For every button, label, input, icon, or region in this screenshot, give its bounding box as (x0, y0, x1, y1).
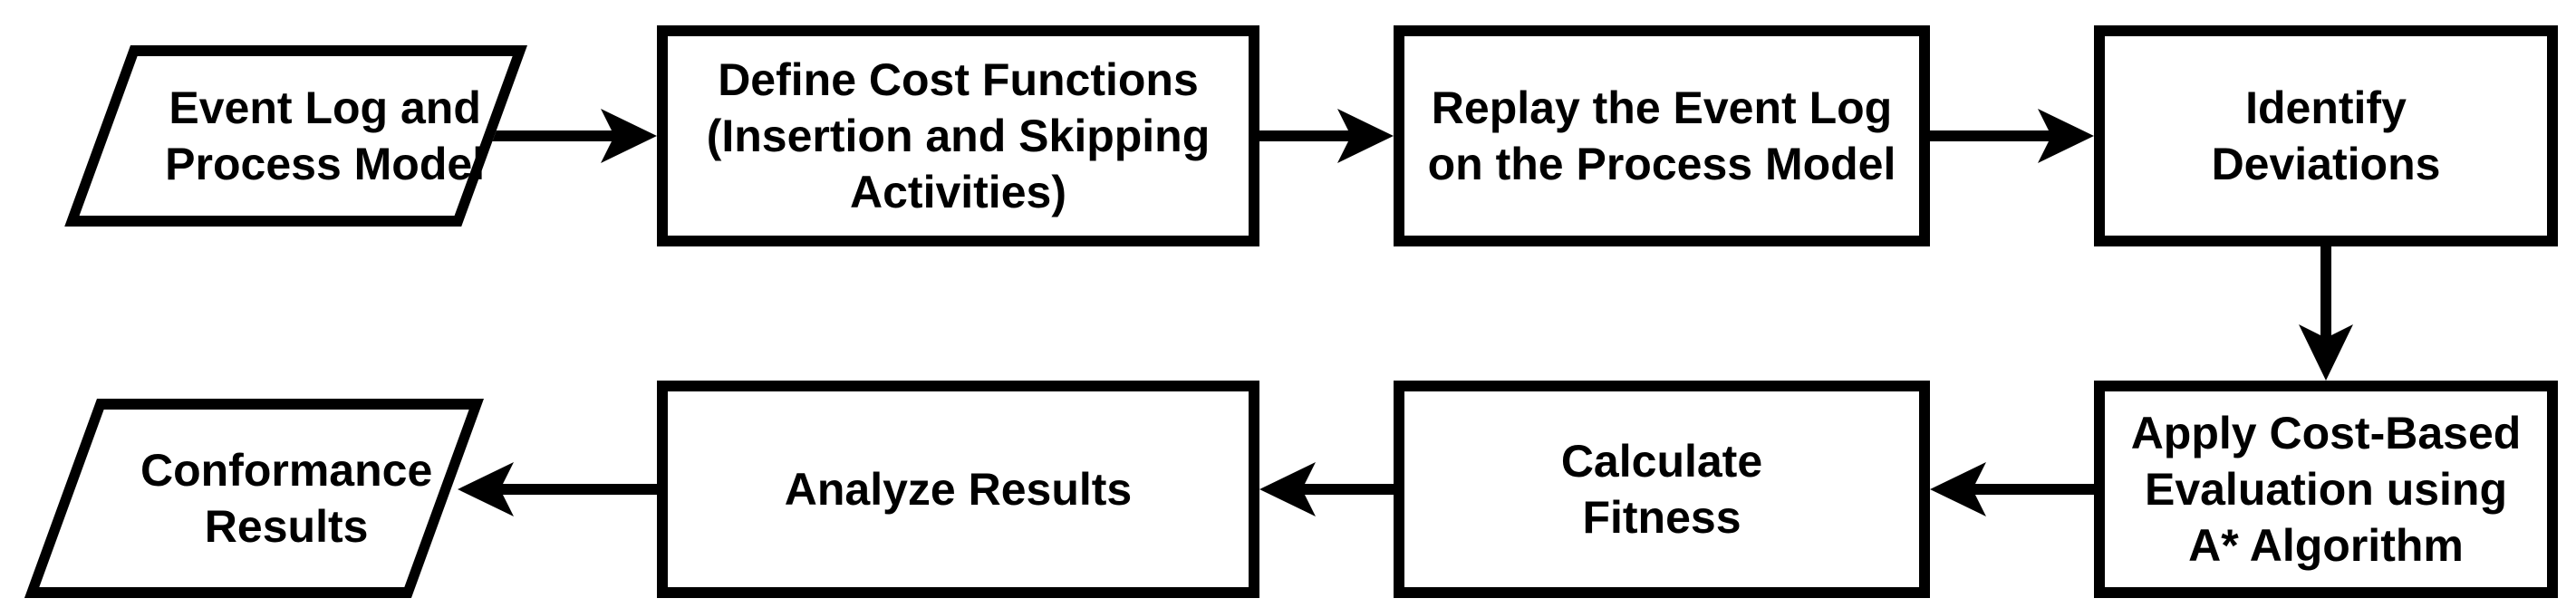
node-label: Define Cost Functions (Insertion and Ski… (706, 54, 1211, 217)
node-label: Identify Deviations (2211, 82, 2441, 189)
arrow-apply-to-calculate (1930, 462, 2098, 516)
arrow-replay-to-identify (1926, 109, 2094, 163)
arrow-identify-to-apply (2299, 241, 2353, 381)
node-calculate-fitness: Calculate Fitness (1394, 381, 1930, 598)
node-identify-deviations: Identify Deviations (2094, 25, 2558, 246)
node-conformance-results: Conformance Results (24, 399, 485, 598)
node-apply-cost-based-evaluation: Apply Cost-Based Evaluation using A* Alg… (2094, 381, 2558, 598)
node-replay-event-log: Replay the Event Log on the Process Mode… (1394, 25, 1930, 246)
node-label: Calculate Fitness (1560, 436, 1763, 543)
arrow-analyze-to-output (458, 462, 661, 516)
node-label: Conformance Results (140, 445, 433, 552)
node-label: Analyze Results (784, 464, 1133, 515)
arrow-define-to-replay (1256, 109, 1394, 163)
node-label: Replay the Event Log on the Process Mode… (1427, 82, 1896, 189)
arrow-calculate-to-analyze (1259, 462, 1397, 516)
arrow-input-to-define (489, 109, 657, 163)
node-define-cost-functions: Define Cost Functions (Insertion and Ski… (657, 25, 1259, 246)
node-event-log-and-process-model: Event Log and Process Model (64, 45, 527, 227)
node-label: Event Log and Process Model (165, 82, 486, 189)
node-analyze-results: Analyze Results (657, 381, 1259, 598)
node-label: Apply Cost-Based Evaluation using A* Alg… (2130, 408, 2522, 571)
